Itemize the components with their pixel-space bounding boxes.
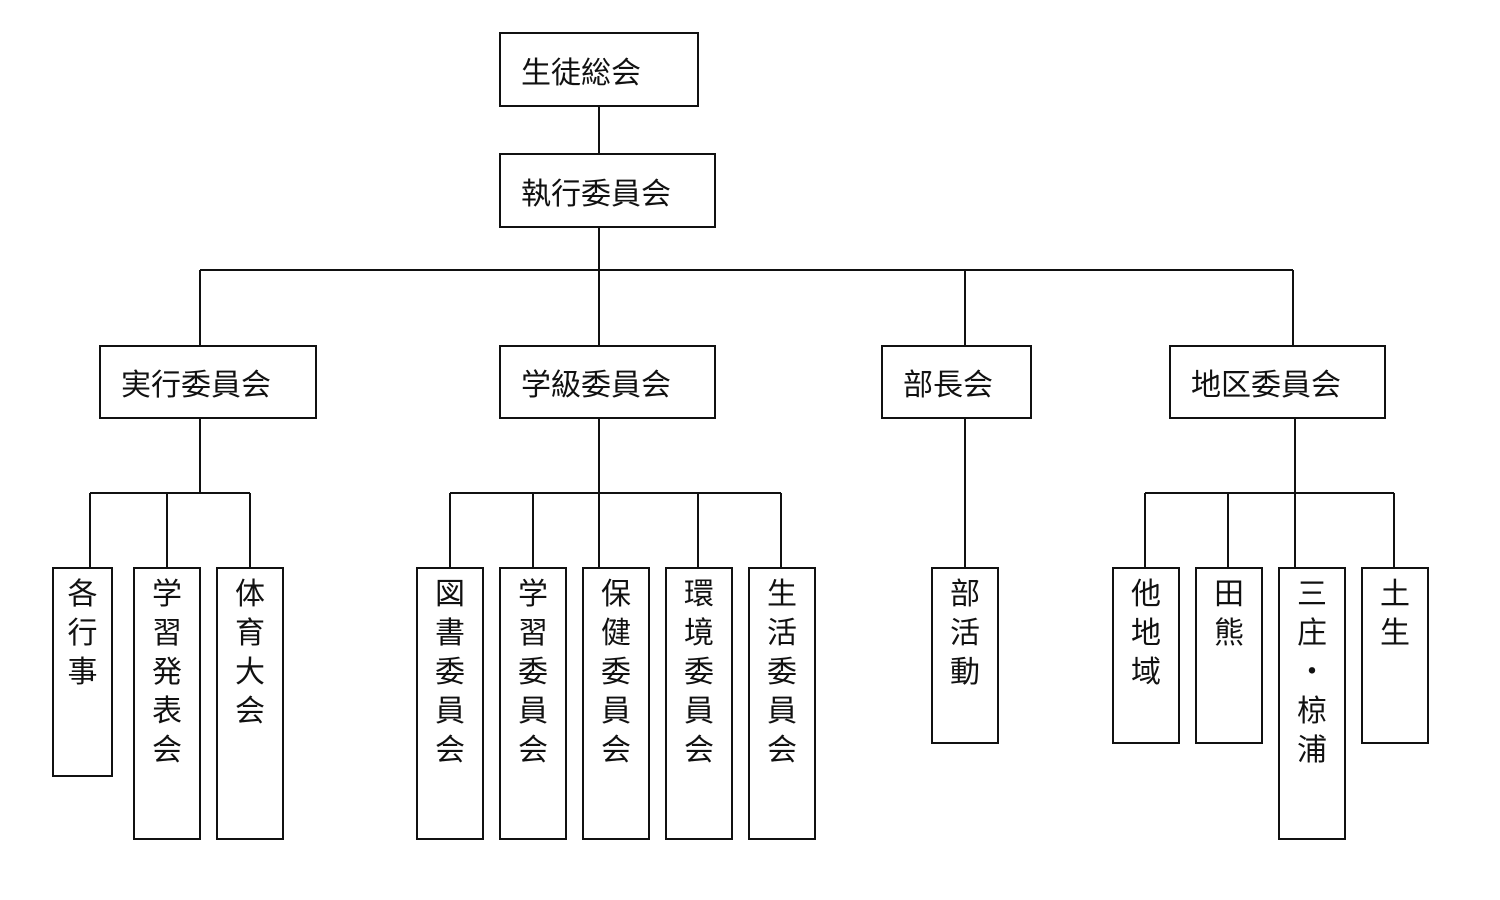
node-label: 部長会 [903,368,993,403]
node-label: 実行委員会 [121,368,271,403]
leaf-other-area: 他地域 [1112,567,1180,744]
leaf-label: 保健委員会 [601,577,631,768]
node-label: 生徒総会 [521,55,641,91]
leaf-label: 土生 [1380,577,1410,651]
leaf-sports-festival: 体育大会 [216,567,284,840]
leaf-label: 各行事 [67,577,98,690]
leaf-label: 田熊 [1214,577,1244,651]
leaf-health-committee: 保健委員会 [582,567,650,840]
node-student-general-meeting: 生徒総会 [499,32,699,107]
node-label: 学級委員会 [521,368,671,403]
leaf-events: 各行事 [52,567,113,777]
node-label: 地区委員会 [1191,368,1341,403]
leaf-label: 図書委員会 [435,577,465,768]
node-committee-club-leaders: 部長会 [881,345,1032,419]
leaf-life-committee: 生活委員会 [748,567,816,840]
leaf-label: 学習発表会 [152,577,182,768]
node-committee-class: 学級委員会 [499,345,716,419]
leaf-club-activities: 部活動 [931,567,999,744]
leaf-label: 環境委員会 [684,577,714,768]
leaf-library-committee: 図書委員会 [416,567,484,840]
node-label: 執行委員会 [521,176,671,212]
node-executive-committee: 執行委員会 [499,153,716,228]
leaf-habu: 土生 [1361,567,1429,744]
leaf-label: 部活動 [950,577,980,690]
leaf-sansho-mukuura: 三庄・椋浦 [1278,567,1346,840]
leaf-label: 三庄・椋浦 [1297,577,1327,768]
leaf-study-committee: 学習委員会 [499,567,567,840]
leaf-study-presentation: 学習発表会 [133,567,201,840]
leaf-environment-committee: 環境委員会 [665,567,733,840]
leaf-label: 他地域 [1131,577,1161,690]
leaf-label: 体育大会 [235,577,265,729]
leaf-label: 生活委員会 [767,577,797,768]
node-committee-district: 地区委員会 [1169,345,1386,419]
node-committee-execution: 実行委員会 [99,345,317,419]
leaf-label: 学習委員会 [518,577,548,768]
leaf-takuma: 田熊 [1195,567,1263,744]
